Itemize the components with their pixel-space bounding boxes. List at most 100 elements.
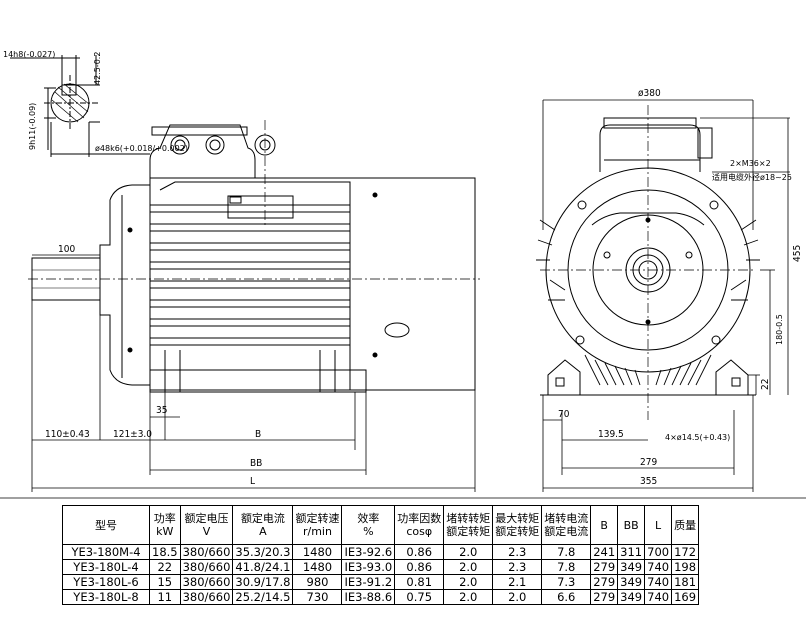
col-B: B bbox=[590, 505, 619, 545]
dim-BB: BB bbox=[250, 458, 262, 469]
dim-380: ø380 bbox=[638, 88, 661, 99]
table-cell: YE3-180L-6 bbox=[62, 574, 150, 590]
side-dimension-lines bbox=[31, 245, 476, 492]
table-cell: 1480 bbox=[292, 544, 343, 560]
table-cell: 349 bbox=[617, 574, 646, 590]
table-cell: IE3-88.6 bbox=[341, 589, 396, 605]
table-cell: 18.5 bbox=[149, 544, 181, 560]
col-BB: BB bbox=[617, 505, 646, 545]
col-L: L bbox=[644, 505, 673, 545]
table-cell: 35.3/20.3 bbox=[232, 544, 294, 560]
table-cell: 700 bbox=[644, 544, 673, 560]
dim-279: 279 bbox=[640, 457, 657, 468]
table-cell: 0.86 bbox=[394, 544, 445, 560]
table-cell: 172 bbox=[671, 544, 700, 560]
table-cell: 279 bbox=[590, 559, 619, 575]
dim-shaft-key: 9h11(-0.09) bbox=[28, 103, 37, 150]
dim-L: L bbox=[250, 476, 255, 487]
dim-shaft-dia: ø48k6(+0.018/+0.002) bbox=[95, 144, 188, 153]
dim-shaft-height: 42.5-0.2 bbox=[93, 52, 102, 85]
table-cell: 311 bbox=[617, 544, 646, 560]
table-cell: 0.75 bbox=[394, 589, 445, 605]
table-cell: 15 bbox=[149, 574, 181, 590]
table-cell: 740 bbox=[644, 559, 673, 575]
table-cell: 1480 bbox=[292, 559, 343, 575]
table-cell: 41.8/24.1 bbox=[232, 559, 294, 575]
table-cell: 2.0 bbox=[443, 589, 494, 605]
table-cell: 241 bbox=[590, 544, 619, 560]
table-cell: 279 bbox=[590, 589, 619, 605]
table-cell: 11 bbox=[149, 589, 181, 605]
col-locked-torque: 堵转转矩额定转矩 bbox=[443, 505, 494, 545]
table-cell: 380/660 bbox=[179, 559, 234, 575]
table-cell: 279 bbox=[590, 574, 619, 590]
table-cell: 740 bbox=[644, 574, 673, 590]
table-cell: 2.0 bbox=[443, 544, 494, 560]
dim-455: 455 bbox=[792, 245, 803, 262]
table-cell: 740 bbox=[644, 589, 673, 605]
table-cell: 2.0 bbox=[443, 574, 494, 590]
table-cell: 0.86 bbox=[394, 559, 445, 575]
col-weight: 质量 bbox=[671, 505, 700, 545]
dim-cable-dia: 适用电缆外径ø18~25 bbox=[712, 172, 792, 182]
dim-22: 22 bbox=[760, 379, 771, 390]
table-cell: 380/660 bbox=[179, 544, 234, 560]
table-cell: 380/660 bbox=[179, 574, 234, 590]
table-cell: 380/660 bbox=[179, 589, 234, 605]
table-cell: IE3-92.6 bbox=[341, 544, 396, 560]
table-cell: 22 bbox=[149, 559, 181, 575]
shaft-section-detail bbox=[10, 55, 150, 157]
table-cell: 2.1 bbox=[492, 574, 543, 590]
front-dimension-lines bbox=[542, 99, 790, 492]
motor-front-view bbox=[536, 105, 760, 420]
dim-B: B bbox=[255, 429, 261, 440]
table-cell: 980 bbox=[292, 574, 343, 590]
table-cell: 7.8 bbox=[541, 544, 592, 560]
dim-355: 355 bbox=[640, 476, 657, 487]
table-cell: 6.6 bbox=[541, 589, 592, 605]
dim-139: 139.5 bbox=[598, 429, 624, 440]
table-cell: 7.3 bbox=[541, 574, 592, 590]
dim-110: 110±0.43 bbox=[45, 429, 90, 440]
dim-70: 70 bbox=[558, 409, 570, 420]
table-cell: 2.0 bbox=[443, 559, 494, 575]
table-cell: 0.81 bbox=[394, 574, 445, 590]
table-cell: 2.0 bbox=[492, 589, 543, 605]
dim-holes: 4×ø14.5(+0.43) bbox=[665, 433, 730, 442]
dim-35: 35 bbox=[156, 405, 167, 416]
table-cell: 730 bbox=[292, 589, 343, 605]
table-cell: 25.2/14.5 bbox=[232, 589, 294, 605]
table-cell: 169 bbox=[671, 589, 700, 605]
table-cell: 30.9/17.8 bbox=[232, 574, 294, 590]
motor-side-view bbox=[28, 120, 480, 393]
table-cell: 349 bbox=[617, 589, 646, 605]
dim-121: 121±3.0 bbox=[113, 429, 152, 440]
motor-drawing: 14h8(-0.027) 42.5-0.2 9h11(-0.09) ø48k6(… bbox=[0, 50, 806, 499]
col-max-torque: 最大转矩额定转矩 bbox=[492, 505, 543, 545]
col-locked-current: 堵转电流额定电流 bbox=[541, 505, 592, 545]
table-cell: YE3-180L-4 bbox=[62, 559, 150, 575]
table-cell: 349 bbox=[617, 559, 646, 575]
dim-shaft-width: 14h8(-0.027) bbox=[3, 50, 55, 59]
dim-cable-gland: 2×M36×2 bbox=[730, 159, 771, 168]
table-cell: 2.3 bbox=[492, 544, 543, 560]
table-cell: IE3-91.2 bbox=[341, 574, 396, 590]
col-efficiency: 效率% bbox=[341, 505, 396, 545]
table-cell: 2.3 bbox=[492, 559, 543, 575]
table-cell: YE3-180L-8 bbox=[62, 589, 150, 605]
table-cell: YE3-180M-4 bbox=[62, 544, 150, 560]
dim-180: 180-0.5 bbox=[775, 314, 784, 345]
col-model: 型号 bbox=[62, 505, 150, 545]
